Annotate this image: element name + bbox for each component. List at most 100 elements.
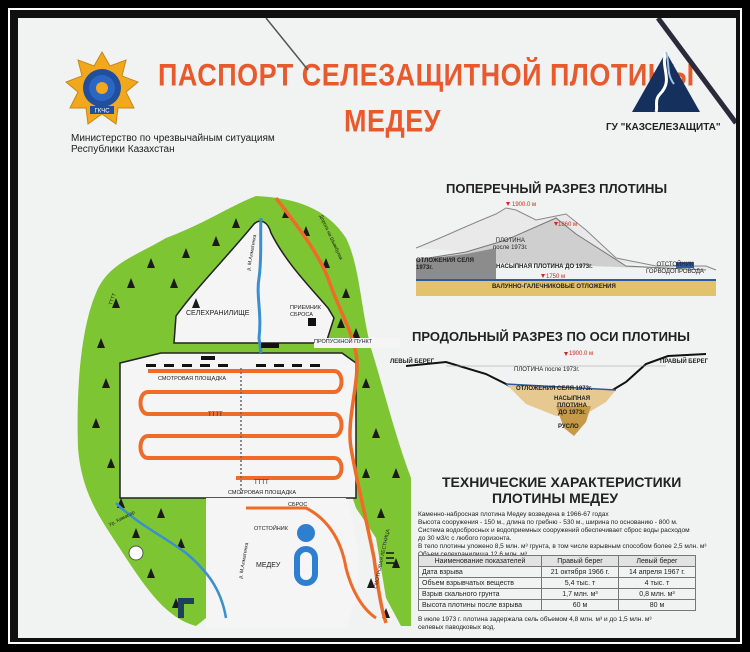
table-header: Правый берег [541, 555, 619, 567]
tree-symbols [92, 208, 400, 618]
table-cell: 4 тыс. т [618, 577, 696, 589]
footer-line: селевых паводковых вод. [418, 624, 496, 631]
specs-line: В тело плотины уложено 8,5 млн. м³ грунт… [418, 543, 707, 550]
elev-marker-mid [554, 222, 558, 226]
org-name: ГУ "КАЗСЕЛЕЗАЩИТА" [606, 122, 721, 133]
stairs-symbol [386, 552, 394, 564]
long-elev: 1900.0 м [569, 351, 594, 357]
building-icon [178, 598, 194, 618]
cross-settler: ОТСТОЙНИК ГОРВОДОПРОВОДА [646, 262, 704, 275]
receiver-building [308, 318, 316, 326]
right-bank-label: ПРАВЫЙ БЕРЕГ [660, 359, 709, 365]
table-row: Объем взрывчатых веществ 5,4 тыс. т 4 ты… [418, 577, 696, 589]
serpentine-road [138, 369, 344, 480]
mudflow-deposit [416, 248, 496, 280]
long-elev-marker [564, 352, 568, 356]
footer-line: В июле 1973 г. плотина задержала сель об… [418, 616, 652, 623]
elev-marker-top [506, 202, 510, 206]
emergency-ministry-emblem-icon: ГКЧС [65, 50, 139, 125]
long-mudflow: ОТЛОЖЕНИЯ СЕЛЯ 1973г. [516, 386, 593, 392]
mudflow-top-line [505, 383, 617, 391]
long-section-diagram [406, 352, 707, 436]
specs-line: Объем селехранилища 12,6 млн. м³ [418, 551, 527, 558]
overhead-wire [265, 18, 736, 125]
table-cell: Объем взрывчатых веществ [418, 577, 542, 589]
specs-line: Система водосбросных и водоприемных соор… [418, 527, 690, 534]
map-mark-1: ТТТТ [208, 412, 223, 418]
checkpoint-label: ПРОПУСКНОЙ ПУНКТ [314, 339, 373, 345]
specs-heading-1: ТЕХНИЧЕСКИЕ ХАРАКТЕРИСТИКИ [442, 474, 682, 490]
settler-tank [676, 262, 694, 268]
mountain-triangle-logo-icon [632, 51, 700, 113]
table-cell: Взрыв скального грунта [418, 588, 542, 600]
cross-mudflow: ОТЛОЖЕНИЯ СЕЛЯ 1973г. [416, 258, 474, 271]
riverbed-label: РУСЛО [558, 424, 579, 430]
fill-dam-body [556, 406, 591, 436]
board-frame: ГКЧС ПАСПОРТ СЕЛЕЗАЩИТНОЙ ПЛОТИНЫ МЕДЕУ … [8, 8, 742, 644]
spillway-label: СБРОС [288, 502, 308, 508]
table-cell: Высота плотины после взрыва [418, 599, 542, 611]
lower-area [206, 498, 358, 628]
emblem-text: ГКЧС [94, 109, 110, 115]
left-bank-label: ЛЕВЫЙ БЕРЕГ [390, 359, 435, 365]
specs-heading-2: ПЛОТИНЫ МЕДЕУ [492, 490, 619, 506]
table-cell: 14 апреля 1967 г. [618, 566, 696, 578]
mountain-road [274, 196, 388, 624]
site-map [77, 196, 411, 628]
cross-elev-bottom: 1750 м [546, 274, 566, 280]
specs-line: Высота сооружения - 150 м., длина по гре… [418, 519, 678, 526]
viewpoint-label-2: СМОТРОВАЯ ПЛОЩАДКА [228, 490, 297, 496]
table-header: Левый берег [618, 555, 696, 567]
cross-dam-after: ПЛОТИНА после 1973г. [493, 238, 528, 251]
reservoir-label: СЕЛЕХРАНИЛИЩЕ [186, 310, 250, 317]
table-row: Высота плотины после взрыва 60 м 80 м [418, 599, 696, 611]
specs-line: до 30 м3/с с любого горизонта. [418, 535, 512, 542]
ministry-name: Министерство по чрезвычайным ситуациям Р… [71, 133, 275, 155]
page-title-line1: ПАСПОРТ СЕЛЕЗАЩИТНОЙ ПЛОТИНЫ [158, 57, 695, 93]
table-cell: 5,4 тыс. т [541, 577, 619, 589]
table-cell: 1,7 млн. м³ [541, 588, 619, 600]
elev-marker-bottom [541, 274, 545, 278]
table-cell: 0,8 млн. м³ [618, 588, 696, 600]
medeu-label: МЕДЕУ [256, 562, 281, 569]
boulder-layer [416, 280, 716, 296]
ministry-line2: Республики Казахстан [71, 144, 175, 155]
map-mark-2: ТТТТ [254, 480, 269, 486]
reservoir-zone [173, 220, 335, 344]
river-upper [256, 217, 263, 354]
specs-line: Каменно-набросная плотина Медеу возведен… [418, 511, 609, 518]
table-header: Наименование показателей [418, 555, 542, 567]
specs-footer: В июле 1973 г. плотина задержала сель об… [418, 616, 652, 632]
specs-paragraph: Каменно-набросная плотина Медеу возведен… [418, 511, 706, 559]
long-fill-dam: НАСЫПНАЯ ПЛОТИНА ДО 1973г. [554, 396, 591, 416]
cross-section-diagram [415, 202, 717, 296]
cross-fill-dam: НАСЫПНАЯ ПЛОТИНА ДО 1973г. [496, 264, 593, 270]
cross-elev-mid: 1860 м [558, 222, 578, 228]
cross-elev-top: 1900.0 м [512, 202, 537, 208]
long-section-heading: ПРОДОЛЬНЫЙ РАЗРЕЗ ПО ОСИ ПЛОТИНЫ [412, 329, 691, 344]
pond-label: ОТСТОЙНИК [254, 526, 288, 532]
table-header-row: Наименование показателей Правый берег Ле… [418, 555, 696, 567]
pond-island [300, 552, 312, 580]
yurt-icon [128, 545, 144, 561]
river-lower [115, 502, 228, 619]
checkpoint-label-bg [314, 338, 400, 348]
table-cell: 60 м [541, 599, 619, 611]
receiver-label: ПРИЕМНИК СБРОСА [290, 305, 321, 318]
cross-section-heading: ПОПЕРЕЧНЫЙ РАЗРЕЗ ПЛОТИНЫ [446, 181, 668, 196]
cross-boulders: ВАЛУННО-ГАЛЕЧНИКОВЫЕ ОТЛОЖЕНИЯ [492, 284, 616, 290]
lower-road [246, 506, 377, 620]
table-cell: Дата взрыва [418, 566, 542, 578]
specs-table: Наименование показателей Правый берег Ле… [418, 555, 696, 611]
info-board: ГКЧС ПАСПОРТ СЕЛЕЗАЩИТНОЙ ПЛОТИНЫ МЕДЕУ … [18, 18, 736, 638]
viewpoint-label-1: СМОТРОВАЯ ПЛОЩАДКА [158, 376, 227, 382]
long-dam-after: ПЛОТИНА после 1973г. [514, 367, 580, 373]
table-row: Дата взрыва 21 октября 1966 г. 14 апреля… [418, 566, 696, 578]
table-cell: 80 м [618, 599, 696, 611]
ministry-line1: Министерство по чрезвычайным ситуациям [71, 133, 275, 144]
table-cell: 21 октября 1966 г. [541, 566, 619, 578]
checkpoint-barrier [146, 343, 320, 367]
page-title-line2: МЕДЕУ [344, 103, 442, 139]
table-row: Взрыв скального грунта 1,7 млн. м³ 0,8 м… [418, 588, 696, 600]
pond-upper [297, 524, 315, 542]
